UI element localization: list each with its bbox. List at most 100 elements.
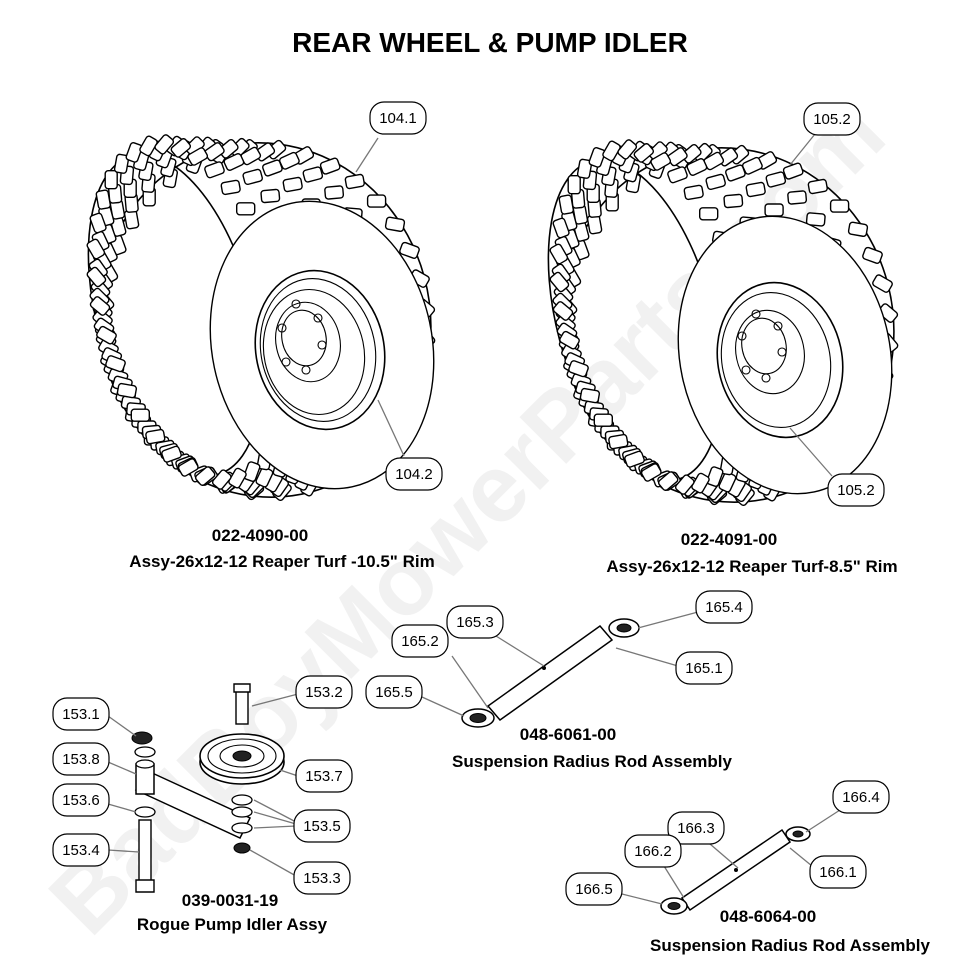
svg-text:105.2: 105.2 bbox=[813, 111, 851, 128]
tire-tread-block bbox=[807, 178, 828, 195]
tire-tread-block bbox=[552, 301, 574, 321]
callout-153-7[interactable]: 153.7 bbox=[279, 759, 353, 793]
tire-tread-block bbox=[228, 467, 247, 489]
svg-text:165.3: 165.3 bbox=[456, 614, 494, 631]
tire-tread-block bbox=[282, 176, 303, 193]
tire-tread-block bbox=[344, 173, 365, 190]
tire-tread-block bbox=[113, 153, 130, 174]
svg-text:166.3: 166.3 bbox=[677, 820, 715, 837]
svg-text:153.2: 153.2 bbox=[305, 684, 343, 701]
svg-text:104.2: 104.2 bbox=[395, 466, 433, 483]
tire-tread-block bbox=[242, 168, 263, 186]
page-title: REAR WHEEL & PUMP IDLER bbox=[292, 27, 688, 58]
callout-165-4[interactable]: 165.4 bbox=[637, 590, 753, 629]
tire-tread-block bbox=[829, 199, 850, 213]
tire-tread-block bbox=[588, 147, 606, 168]
callout-104-2[interactable]: 104.2 bbox=[377, 399, 443, 491]
callout-105-2-top[interactable]: 105.2 bbox=[789, 102, 861, 166]
tire-tread-block bbox=[211, 469, 232, 490]
callout-153-2[interactable]: 153.2 bbox=[251, 675, 353, 709]
tire-tread-block bbox=[204, 161, 225, 179]
tire-tread-block bbox=[650, 152, 672, 171]
tire-tread-block bbox=[161, 445, 182, 463]
callout-153-3[interactable]: 153.3 bbox=[249, 849, 351, 895]
rod-lower-part-number: 048-6064-00 bbox=[720, 907, 816, 926]
svg-text:153.4: 153.4 bbox=[62, 842, 100, 859]
callout-153-8[interactable]: 153.8 bbox=[52, 742, 137, 776]
callout-166-5[interactable]: 166.5 bbox=[565, 872, 663, 906]
tire-tread-block bbox=[89, 296, 111, 316]
callout-165-2[interactable]: 165.2 bbox=[391, 624, 489, 709]
tire-tread-block bbox=[567, 174, 581, 195]
svg-text:165.4: 165.4 bbox=[705, 599, 743, 616]
callout-166-2[interactable]: 166.2 bbox=[624, 834, 685, 899]
callout-166-3[interactable]: 166.3 bbox=[667, 811, 739, 869]
tire-tread-block bbox=[223, 153, 245, 171]
tire-tread-block bbox=[302, 166, 324, 183]
tire-tread-block bbox=[705, 173, 726, 191]
svg-text:153.1: 153.1 bbox=[62, 706, 100, 723]
wheel-right-part-number: 022-4091-00 bbox=[681, 530, 777, 549]
callout-165-5[interactable]: 165.5 bbox=[365, 675, 465, 717]
tire-tread-block bbox=[96, 325, 117, 345]
tire-tread-block bbox=[706, 466, 724, 487]
tire-tread-block bbox=[723, 193, 744, 209]
tire-tread-block bbox=[608, 433, 629, 450]
tire-tread-block bbox=[366, 194, 387, 208]
svg-text:166.1: 166.1 bbox=[819, 864, 857, 881]
svg-text:153.8: 153.8 bbox=[62, 751, 100, 768]
callout-165-1[interactable]: 165.1 bbox=[615, 647, 733, 685]
callout-166-4[interactable]: 166.4 bbox=[805, 780, 890, 833]
tire-tread-block bbox=[683, 184, 704, 201]
tire-tread-block bbox=[782, 162, 804, 180]
callout-153-4[interactable]: 153.4 bbox=[52, 833, 140, 867]
callout-165-3[interactable]: 165.3 bbox=[446, 605, 545, 667]
svg-text:105.2: 105.2 bbox=[837, 482, 875, 499]
tire-tread-block bbox=[725, 164, 746, 182]
tire-tread-block bbox=[86, 266, 107, 288]
tire-tread-block bbox=[862, 246, 883, 264]
tire-tread-block bbox=[686, 158, 708, 176]
tire-tread-block bbox=[154, 134, 175, 155]
tire-tread-block bbox=[699, 207, 719, 221]
svg-text:153.6: 153.6 bbox=[62, 792, 100, 809]
tire-tread-block bbox=[576, 158, 593, 179]
callout-153-5[interactable]: 153.5 bbox=[253, 799, 351, 843]
rod-upper-part-number: 048-6061-00 bbox=[520, 725, 616, 744]
svg-text:153.5: 153.5 bbox=[303, 818, 341, 835]
tire-tread-block bbox=[667, 166, 688, 184]
tire-tread-block bbox=[617, 139, 638, 160]
tire-tread-block bbox=[552, 217, 570, 239]
wheel-left-description: Assy-26x12-12 Reaper Turf -10.5" Rim bbox=[129, 552, 434, 571]
tire-tread-block bbox=[559, 330, 580, 350]
tire-tread-block bbox=[399, 241, 420, 259]
callout-105-2-bottom[interactable]: 105.2 bbox=[789, 427, 885, 507]
tire-tread-block bbox=[104, 169, 118, 190]
callout-104-1[interactable]: 104.1 bbox=[355, 101, 427, 173]
tire-tread-block bbox=[170, 138, 192, 158]
wheel-left-illustration[interactable] bbox=[57, 105, 470, 534]
svg-text:153.7: 153.7 bbox=[305, 768, 343, 785]
tire-tread-block bbox=[568, 360, 589, 378]
radius-rod-lower-illustration[interactable] bbox=[660, 826, 811, 915]
tire-tread-block bbox=[579, 387, 601, 404]
wheel-right-illustration[interactable] bbox=[517, 110, 933, 539]
tire-tread-block bbox=[260, 188, 281, 204]
callout-153-6[interactable]: 153.6 bbox=[52, 783, 137, 817]
tire-tread-block bbox=[549, 243, 569, 265]
tire-tread-block bbox=[194, 466, 216, 486]
tire-tread-block bbox=[872, 274, 893, 293]
tire-tread-block bbox=[262, 159, 283, 177]
rod-lower-description: Suspension Radius Rod Assembly bbox=[650, 936, 930, 955]
tire-tread-block bbox=[125, 142, 143, 163]
callout-153-1[interactable]: 153.1 bbox=[52, 697, 137, 737]
tire-tread-block bbox=[384, 216, 406, 232]
tire-tread-block bbox=[145, 428, 166, 445]
tire-tread-block bbox=[657, 471, 679, 491]
tire-tread-block bbox=[602, 140, 621, 162]
callout-166-1[interactable]: 166.1 bbox=[789, 847, 867, 889]
tire-tread-block bbox=[633, 143, 655, 163]
tire-tread-block bbox=[745, 181, 766, 198]
pump-idler-illustration[interactable] bbox=[131, 683, 285, 893]
